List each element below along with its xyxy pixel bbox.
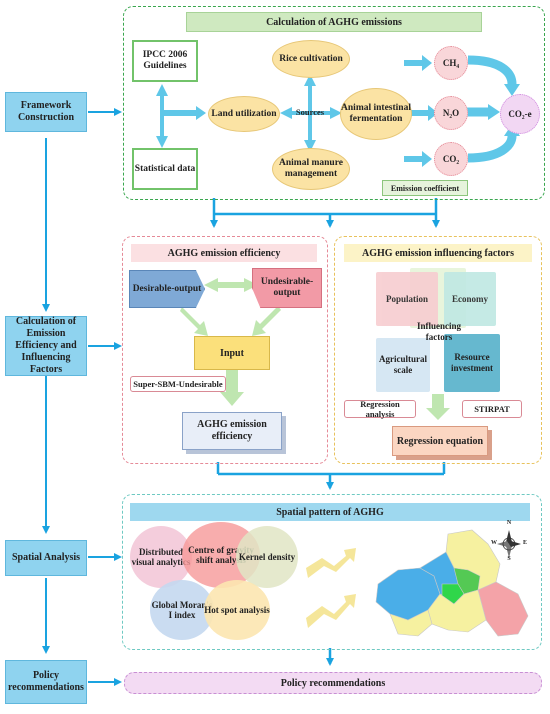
co2e-node: CO₂-e bbox=[500, 94, 540, 134]
method-hot-spot: Hot spot analysis bbox=[204, 580, 270, 640]
factors-section bbox=[334, 236, 542, 464]
land-utilization-node: Land utilization bbox=[208, 96, 280, 132]
compass-s: S bbox=[507, 556, 511, 562]
method-distributed-visual: Distributed visual analytics bbox=[130, 526, 192, 588]
efficiency-arrows bbox=[180, 278, 281, 406]
method-kernel-density: Kernel density bbox=[236, 526, 298, 588]
spatial-section-title: Spatial pattern of AGHG bbox=[130, 503, 530, 521]
stage-policy-recommendations: Policy recommendations bbox=[5, 660, 87, 704]
super-sbm-label: Super-SBM-Undesirable bbox=[130, 376, 226, 392]
influencing-factors-center-label: Influencing factors bbox=[416, 321, 461, 342]
ch4-gas-node: CH₄ bbox=[434, 46, 468, 80]
stage-framework-construction: Framework Construction bbox=[5, 92, 87, 132]
factors-arrow bbox=[426, 394, 450, 420]
rice-cultivation-node: Rice cultivation bbox=[272, 40, 350, 78]
emission-coefficient-label: Emission coefficient bbox=[382, 180, 468, 196]
co2-gas-node: CO₂ bbox=[434, 142, 468, 176]
compass-e: E bbox=[522, 540, 527, 546]
regression-analysis-label: Regression analysis bbox=[344, 399, 416, 419]
stage-spatial-analysis: Spatial Analysis bbox=[5, 540, 87, 576]
calc-section-title: Calculation of AGHG emissions bbox=[186, 12, 482, 32]
regression-equation-box: Regression equation bbox=[392, 426, 488, 456]
resource-investment-box: Resource investment bbox=[444, 334, 500, 392]
economy-box: Economy bbox=[444, 272, 496, 326]
left-flow-arrows bbox=[42, 108, 122, 686]
efficiency-section-title: AGHG emission efficiency bbox=[131, 244, 317, 262]
manure-management-node: Animal manure management bbox=[272, 148, 350, 190]
input-box: Input bbox=[194, 336, 270, 370]
factors-section-title: AGHG emission influencing factors bbox=[344, 244, 532, 262]
statistical-data-box: Statistical data bbox=[132, 148, 198, 190]
compass-icon bbox=[497, 530, 521, 558]
agricultural-scale-box: Agricultural scale bbox=[376, 338, 430, 392]
calc-section bbox=[123, 6, 545, 200]
ipcc-guidelines-box: IPCC 2006 Guidelines bbox=[132, 40, 198, 82]
desirable-output-box: Desirable-output bbox=[129, 270, 205, 308]
calc-arrows bbox=[156, 55, 438, 167]
efficiency-section bbox=[122, 236, 328, 464]
region-map bbox=[375, 529, 529, 637]
spatial-section bbox=[122, 494, 542, 650]
sources-label: Sources bbox=[295, 107, 325, 117]
stage-efficiency-factors: Calculation of Emission Efficiency and I… bbox=[5, 316, 87, 376]
compass-w: W bbox=[491, 540, 497, 546]
spatial-zigzag-arrows bbox=[306, 548, 356, 628]
n2o-gas-node: N₂O bbox=[434, 96, 468, 130]
enteric-fermentation-node: Animal intestinal fermentation bbox=[340, 88, 412, 140]
efficiency-result-box: AGHG emission efficiency bbox=[182, 412, 282, 450]
undesirable-output-box: Undesirable-output bbox=[252, 268, 322, 308]
stirpat-label: STIRPAT bbox=[462, 400, 522, 418]
method-morans-i: Global Moran's I index bbox=[150, 580, 214, 640]
compass-n: N bbox=[506, 520, 512, 526]
gas-to-co2e-arrows bbox=[466, 55, 517, 163]
population-box: Population bbox=[376, 272, 438, 326]
policy-recommendations-bar: Policy recommendations bbox=[124, 672, 542, 694]
section-flow-arrows bbox=[210, 198, 446, 666]
